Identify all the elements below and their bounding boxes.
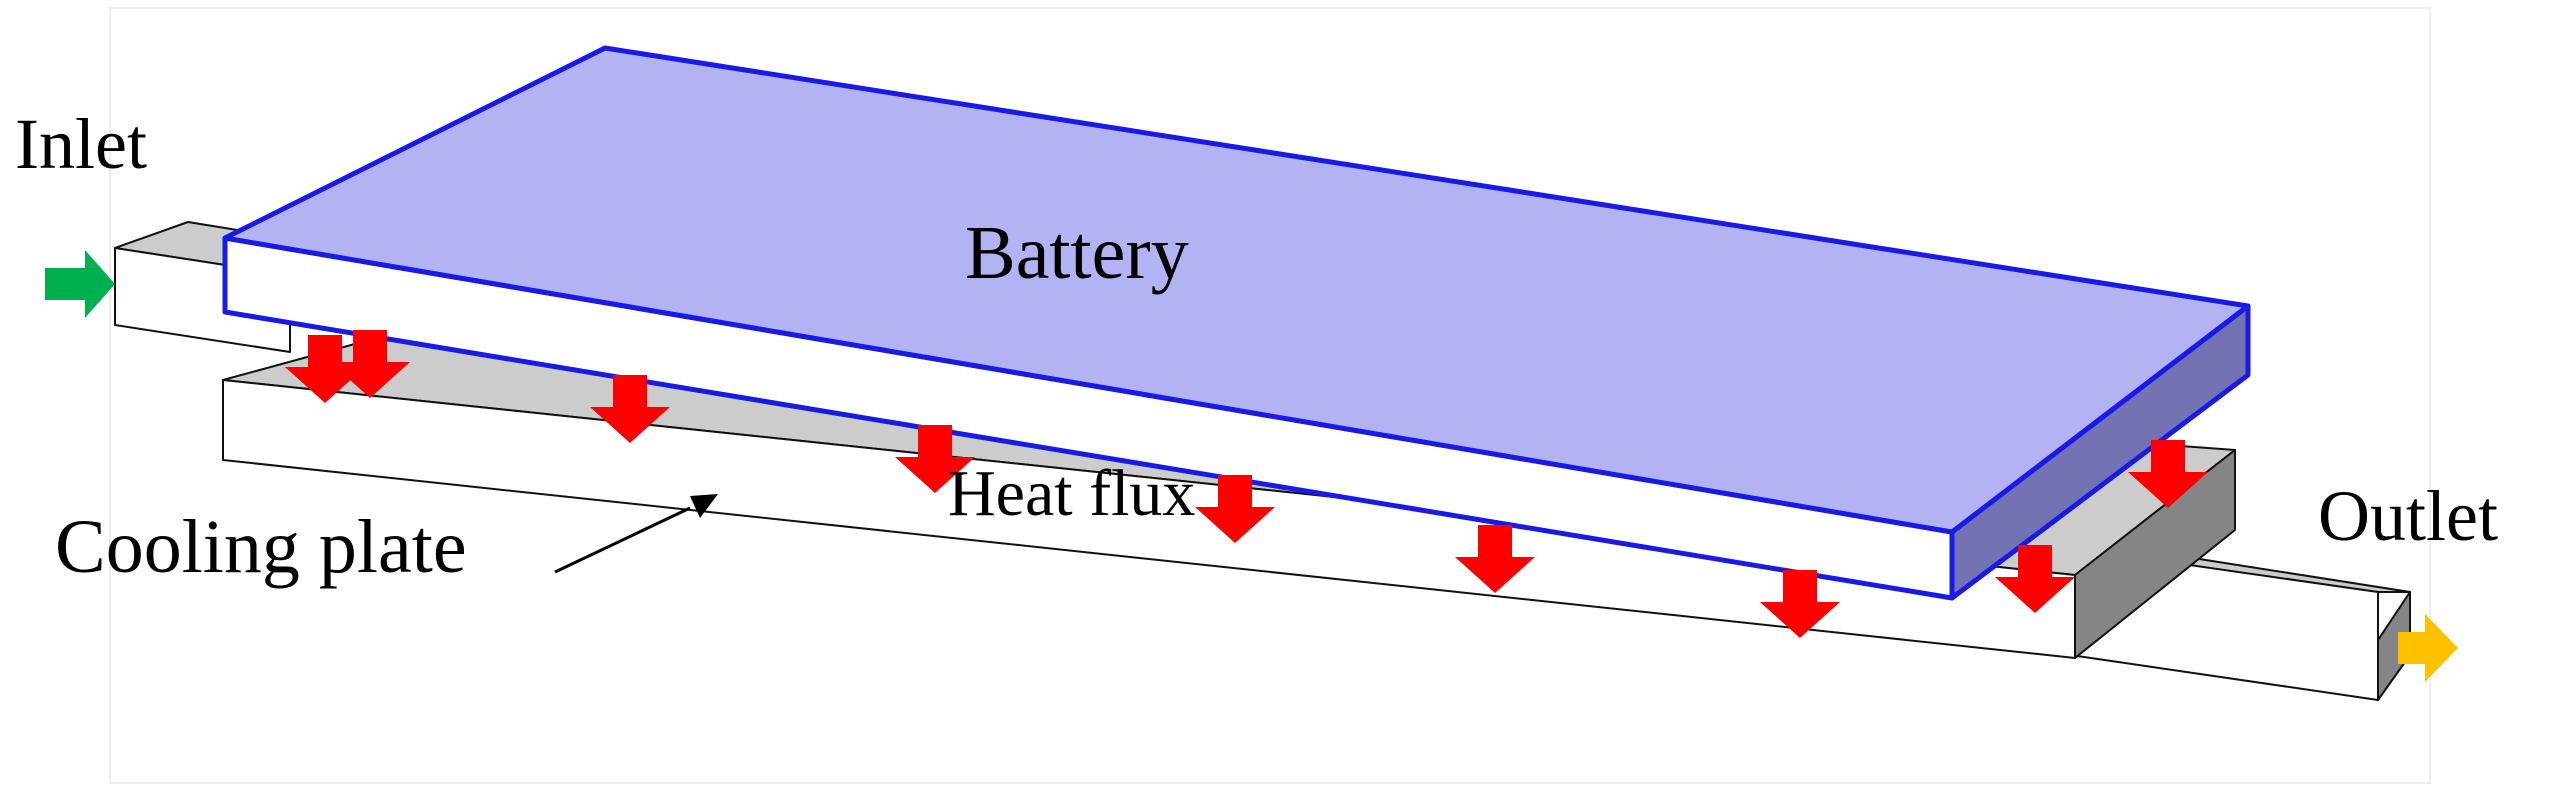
battery-top <box>222 45 2251 535</box>
heat-flux-arrow-icon <box>590 375 670 443</box>
outlet-arrow-icon <box>2398 614 2458 682</box>
heat-flux-arrow-icon <box>2128 440 2208 508</box>
inlet-label: Inlet <box>15 104 147 184</box>
cooling-plate-pointer-arrow <box>554 494 718 574</box>
heat-flux-arrow-icon <box>895 425 975 493</box>
heat-flux-arrow-icon <box>1455 525 1535 593</box>
battery-label: Battery <box>965 211 1189 295</box>
heat-flux-arrow-icon <box>1760 570 1840 638</box>
heat-flux-arrow-icon <box>1195 475 1275 543</box>
heat-flux-arrow-icon <box>1995 545 2075 613</box>
heat-flux-arrows-front <box>330 330 2208 638</box>
inlet-arrow-icon <box>45 250 115 318</box>
cooling-plate-label: Cooling plate <box>55 505 467 589</box>
battery <box>222 45 2251 601</box>
heat-flux-label: Heat flux <box>948 457 1195 530</box>
heat-flux-arrow-icon <box>330 330 410 398</box>
heat-flux-arrows-on-plate <box>285 335 365 403</box>
heat-flux-arrow-icon <box>285 335 365 403</box>
outlet-label: Outlet <box>2318 476 2498 556</box>
